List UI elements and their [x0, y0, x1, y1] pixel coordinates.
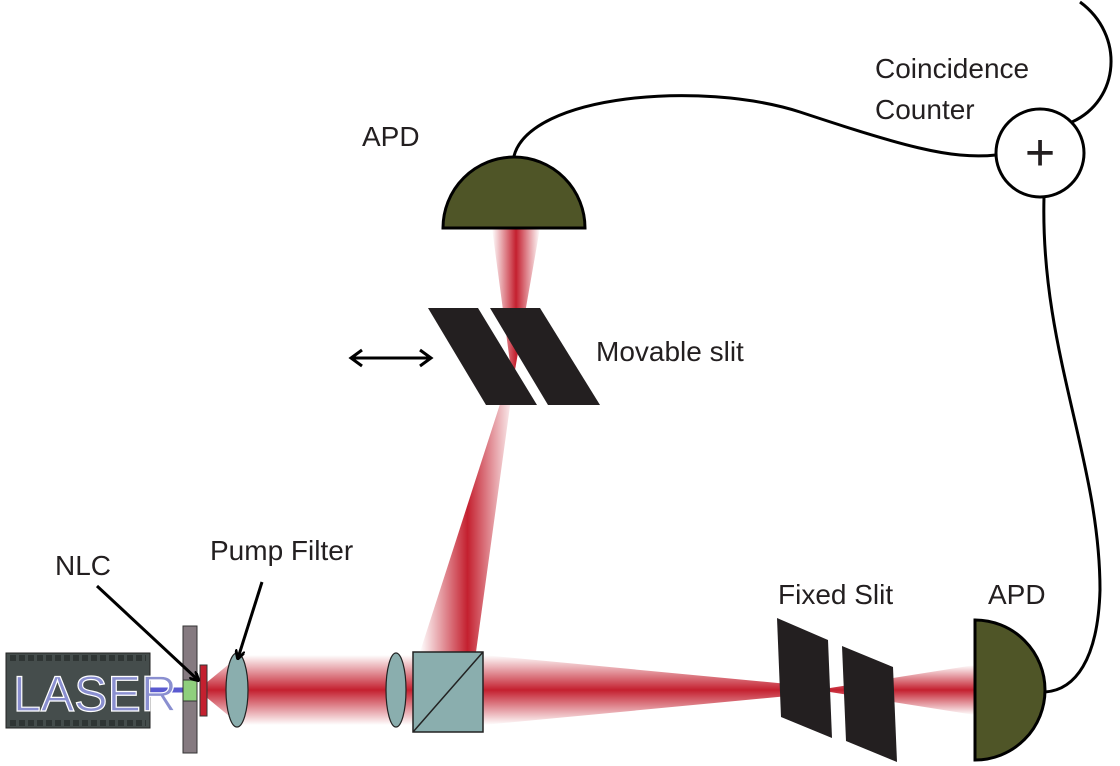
- beam-to-top-apd: [492, 228, 540, 370]
- apd-top-label: APD: [362, 121, 420, 152]
- lens-1: [225, 652, 249, 728]
- movable-slit-label: Movable slit: [596, 336, 744, 367]
- fixed-slit: [777, 618, 897, 762]
- apd-right-detector: [973, 618, 1047, 762]
- lens-2: [385, 652, 407, 728]
- nonlinear-crystal: [182, 679, 198, 702]
- beam-up-to-movable-slit: [420, 370, 515, 652]
- coincidence-counter-label-line2: Counter: [875, 94, 975, 125]
- beam-to-fixed-slit: [483, 655, 830, 725]
- laser-beam: [150, 228, 975, 725]
- laser: LASER: [5, 652, 178, 729]
- movable-slit[interactable]: [428, 308, 600, 405]
- fixed-slit-label: Fixed Slit: [778, 579, 893, 610]
- apd-top-detector: [441, 155, 587, 230]
- nlc-label: NLC: [55, 550, 111, 581]
- signal-cables: [512, 0, 1113, 694]
- pump-filter: [199, 664, 208, 717]
- pump-filter-pointer-arrow: [238, 581, 264, 658]
- double-arrow-icon: [348, 348, 434, 368]
- beam-splitter-cube: [412, 651, 484, 733]
- laser-label: LASER: [13, 666, 177, 722]
- plus-symbol: +: [1025, 124, 1055, 182]
- coincidence-counter-label-line1: Coincidence: [875, 53, 1029, 84]
- beam-to-right-apd: [830, 665, 975, 715]
- coincidence-counter: +: [994, 107, 1086, 199]
- pump-filter-label: Pump Filter: [210, 535, 353, 566]
- nlc-pointer-arrow: [95, 584, 198, 680]
- apd-right-label: APD: [988, 579, 1046, 610]
